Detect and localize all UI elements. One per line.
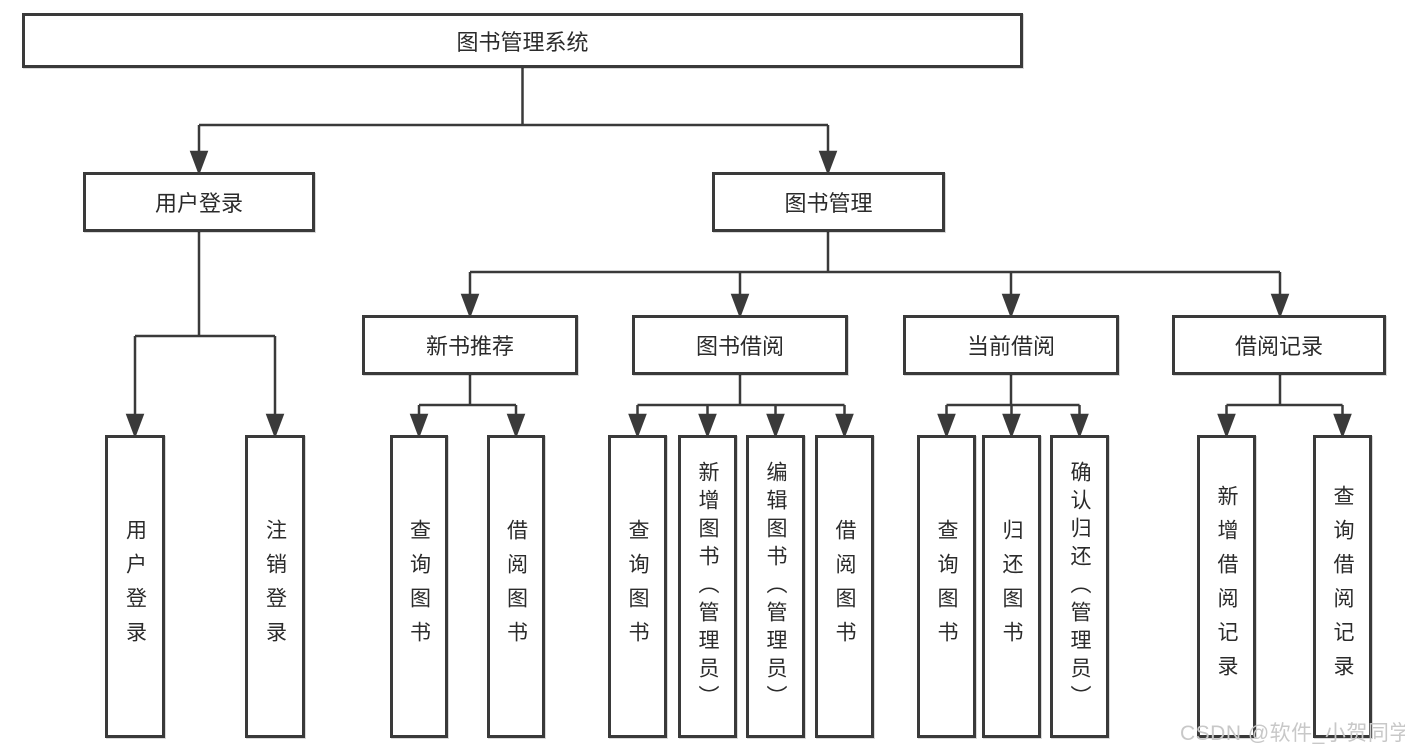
leaf-return-books-label: 归还图书 [1000,518,1023,655]
node-library-system: 图书管理系统 [22,13,1023,68]
leaf-query-borrow-record: 查询借阅记录 [1313,435,1372,738]
node-user-login: 用户登录 [83,172,315,232]
watermark: CSDN @软件_小贺同学 [1180,722,1405,745]
node-borrow-records: 借阅记录 [1172,315,1386,375]
leaf-query-borrow-record-label: 查询借阅记录 [1331,484,1354,689]
connector-root-to-level2 [189,68,838,176]
leaf-query-books-borrow: 查询图书 [608,435,667,738]
leaf-borrow-books-label: 借阅图书 [833,518,856,655]
node-book-management: 图书管理 [712,172,945,232]
leaf-borrow-books-recommend: 借阅图书 [487,435,545,738]
connector-user-login-to-leaves [125,232,285,439]
leaf-add-borrow-record-label: 新增借阅记录 [1215,484,1238,689]
leaf-query-books-current: 查询图书 [917,435,976,738]
leaf-query-books-recommend-label: 查询图书 [407,518,431,655]
leaf-add-borrow-record: 新增借阅记录 [1197,435,1256,738]
leaf-user-login-label: 用户登录 [123,518,147,655]
leaf-return-books: 归还图书 [982,435,1041,738]
node-current-borrow: 当前借阅 [903,315,1119,375]
connector-current-to-leaves [937,375,1089,439]
node-book-borrow: 图书借阅 [632,315,848,375]
node-book-borrow-label: 图书借阅 [695,334,784,359]
node-library-system-label: 图书管理系统 [456,29,589,55]
leaf-confirm-return-admin-label: 确认归还（管理员） [1068,460,1091,713]
leaf-add-books-admin: 新增图书（管理员） [678,435,737,738]
leaf-logout-login: 注销登录 [245,435,305,738]
node-book-management-label: 图书管理 [784,191,873,216]
node-new-book-recommend-label: 新书推荐 [425,334,514,359]
leaf-logout-login-label: 注销登录 [263,518,287,655]
leaf-query-books-current-label: 查询图书 [935,518,958,655]
leaf-edit-books-admin: 编辑图书（管理员） [746,435,805,738]
leaf-confirm-return-admin: 确认归还（管理员） [1050,435,1109,738]
connector-records-to-leaves [1217,375,1352,439]
leaf-query-books-recommend: 查询图书 [390,435,448,738]
leaf-edit-books-admin-label: 编辑图书（管理员） [764,460,787,713]
connector-borrow-to-leaves [628,375,854,439]
leaf-add-books-admin-label: 新增图书（管理员） [696,460,719,713]
leaf-user-login: 用户登录 [105,435,165,738]
node-user-login-label: 用户登录 [154,191,243,216]
leaf-borrow-books: 借阅图书 [815,435,874,738]
leaf-query-books-borrow-label: 查询图书 [626,518,649,655]
leaf-borrow-books-recommend-label: 借阅图书 [504,518,528,655]
node-current-borrow-label: 当前借阅 [966,334,1055,359]
connector-recommend-to-leaves [409,375,526,439]
node-borrow-records-label: 借阅记录 [1234,334,1323,359]
node-new-book-recommend: 新书推荐 [362,315,578,375]
connector-book-management-to-level3 [460,232,1290,319]
